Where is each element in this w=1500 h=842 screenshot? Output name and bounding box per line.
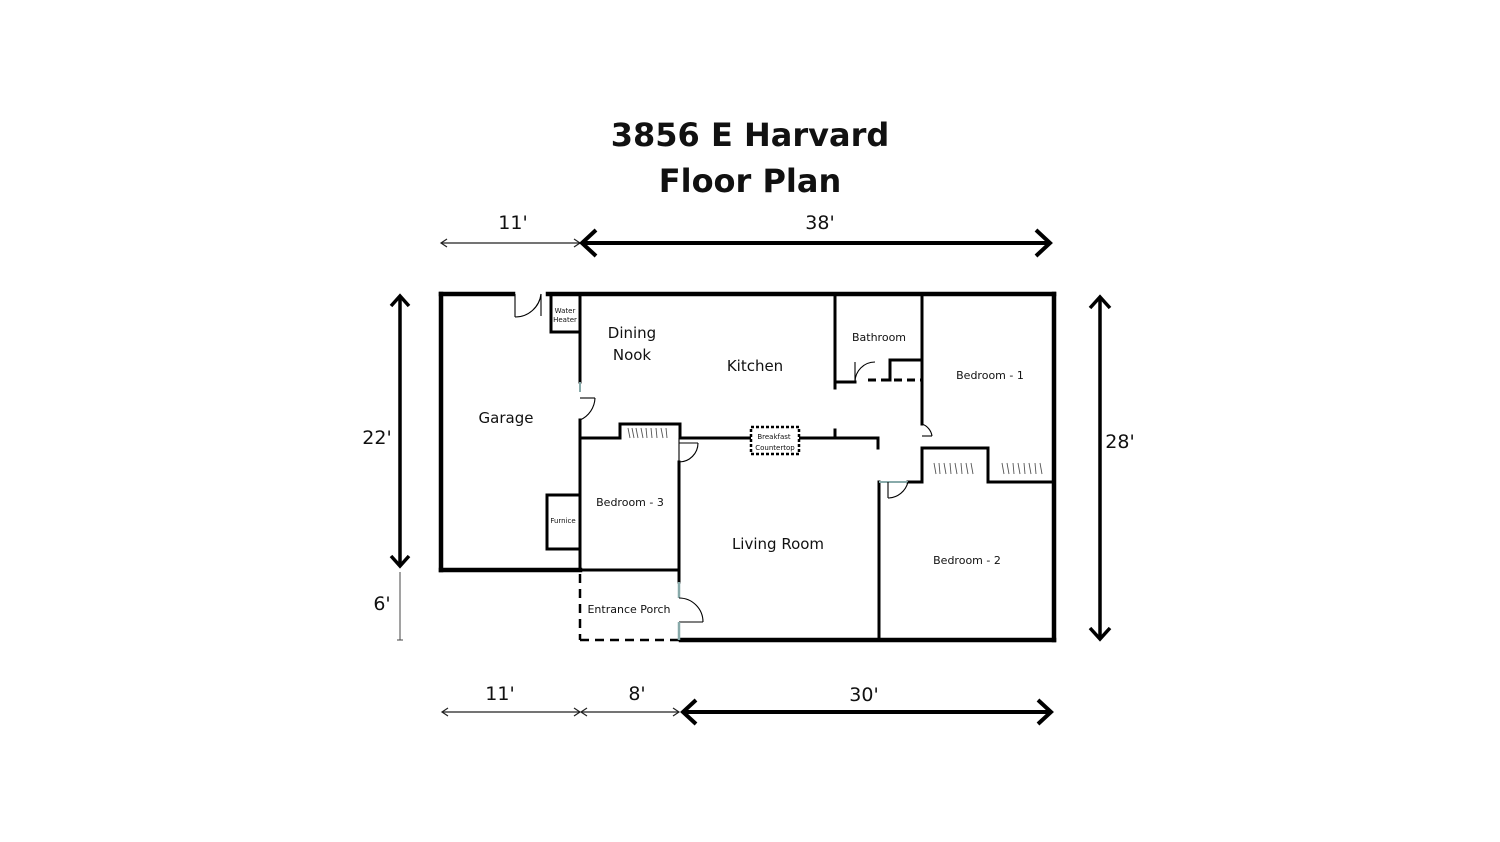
label-breakfast-line2: Countertop xyxy=(755,444,795,452)
dim-label-top-left: 11' xyxy=(498,212,527,234)
dim-label-right: 28' xyxy=(1105,431,1134,453)
label-bedroom-3: Bedroom - 3 xyxy=(596,496,664,509)
dimension-bottom-left xyxy=(440,707,582,717)
label-dining-line1: Dining xyxy=(608,324,656,342)
label-water-heater-line2: Heater xyxy=(553,316,577,324)
label-water-heater-line1: Water xyxy=(555,307,576,315)
label-furnace: Furnice xyxy=(550,517,575,525)
dimension-bottom-right xyxy=(680,698,1054,726)
doors xyxy=(514,293,933,640)
outer-walls xyxy=(438,291,1057,643)
dim-label-left-lower: 6' xyxy=(373,593,390,615)
breakfast-countertop xyxy=(749,425,801,456)
label-bedroom-1: Bedroom - 1 xyxy=(956,369,1024,382)
title-floor-plan: Floor Plan xyxy=(658,162,842,200)
label-kitchen: Kitchen xyxy=(727,357,783,375)
label-bathroom: Bathroom xyxy=(852,331,906,344)
dim-label-bottom-left: 11' xyxy=(485,683,514,705)
label-dining-line2: Nook xyxy=(613,346,652,364)
label-breakfast-line1: Breakfast xyxy=(757,433,791,441)
dim-label-bottom-right: 30' xyxy=(849,684,878,706)
title-address: 3856 E Harvard xyxy=(610,116,890,154)
dimension-top-right xyxy=(579,228,1053,258)
label-bedroom-2: Bedroom - 2 xyxy=(933,554,1001,567)
dimension-right xyxy=(1088,294,1112,642)
label-garage: Garage xyxy=(479,409,534,427)
closet-rods xyxy=(627,427,1043,475)
label-living-room: Living Room xyxy=(732,535,824,553)
entrance-porch-outline xyxy=(578,574,680,642)
dim-label-bottom-mid: 8' xyxy=(628,683,645,705)
dimension-left-lower xyxy=(397,572,403,641)
dimension-bottom-mid xyxy=(579,707,681,717)
dim-label-left-upper: 22' xyxy=(362,427,391,449)
dim-label-top-right: 38' xyxy=(805,212,834,234)
label-entrance-porch: Entrance Porch xyxy=(587,603,670,616)
dimension-top-left xyxy=(439,238,582,248)
dimension-left-upper xyxy=(389,293,411,569)
interior-walls xyxy=(545,292,1056,642)
